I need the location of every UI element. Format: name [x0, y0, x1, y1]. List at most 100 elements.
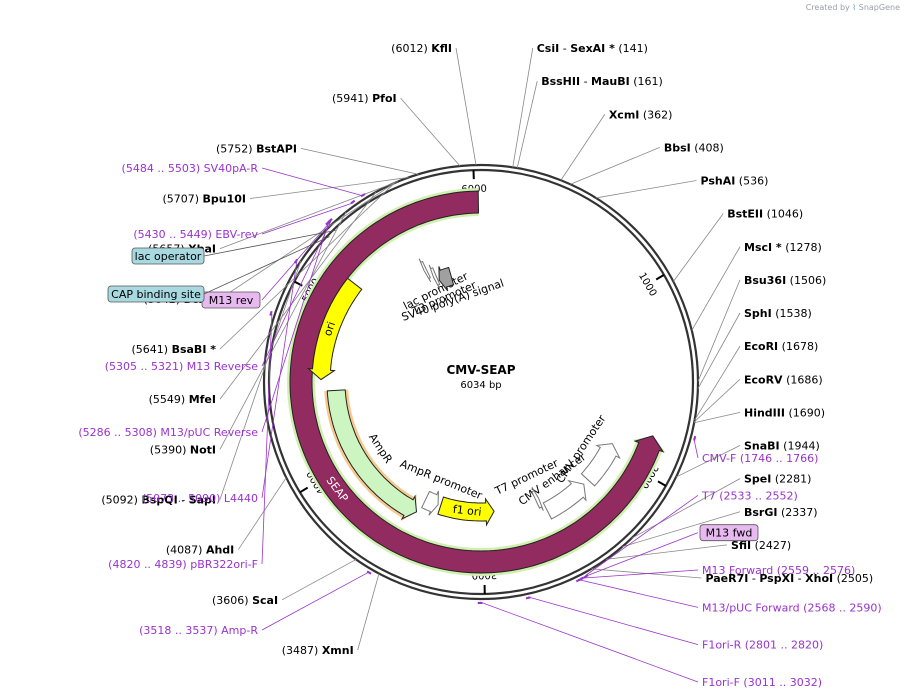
enzyme-label[interactable]: BssHII - MauBI (161) — [541, 75, 663, 88]
sv40-poly-a-signal-feature[interactable] — [438, 266, 455, 292]
binding-site-label: CAP binding site — [111, 288, 201, 301]
t7-promoter-feature[interactable] — [531, 487, 544, 511]
primer-label[interactable]: (5305 .. 5321) M13 Reverse — [105, 360, 258, 373]
primer-label[interactable]: (5484 .. 5503) SV40pA-R — [122, 162, 259, 175]
enzyme-label[interactable]: (3487) XmnI — [282, 644, 354, 657]
enzyme-label[interactable]: (6012) KflI — [391, 42, 452, 55]
enzyme-label[interactable]: SphI (1538) — [744, 307, 812, 320]
binding-site-line — [203, 230, 336, 257]
primer-range: (4820 .. 4839) — [108, 558, 190, 571]
enzyme-name: PaeR7I — [705, 572, 748, 585]
primer-label[interactable]: (3518 .. 3537) Amp-R — [139, 624, 258, 637]
enzyme-pos: (2427) — [751, 539, 791, 552]
plasmid-size: 6034 bp — [460, 380, 501, 391]
enzyme-extra: PspXI — [759, 572, 794, 585]
enzyme-label[interactable]: EcoRI (1678) — [744, 340, 818, 353]
enzyme-label[interactable]: (5752) BstAPI — [216, 142, 297, 155]
snapgene-credit: Created by ⌇ SnapGene — [806, 3, 900, 12]
enzyme-label[interactable]: (5641) BsaBI * — [132, 343, 217, 356]
primer-label[interactable]: M13 Forward (2559 .. 2576) — [702, 564, 855, 577]
enzyme-label[interactable]: PshAI (536) — [700, 175, 768, 188]
enzyme-name: BstEII — [727, 208, 763, 221]
enzyme-label[interactable]: BsrGI (2337) — [744, 506, 818, 519]
f1-ori-label: f1 ori — [452, 503, 482, 519]
enzyme-label[interactable]: EcoRV (1686) — [744, 373, 823, 386]
primer-label[interactable]: M13/pUC Forward (2568 .. 2590) — [702, 601, 882, 614]
enzyme-label[interactable]: (5707) Bpu10I — [162, 193, 246, 206]
enzyme-label[interactable]: (5941) PfoI — [332, 92, 397, 105]
enzyme-line — [400, 97, 461, 167]
enzyme-label[interactable]: PaeR7I - PspXI - XhoI (2505) — [705, 572, 873, 585]
primer-line — [479, 601, 699, 683]
enzyme-label[interactable]: (5549) MfeI — [149, 393, 216, 406]
primer-range: (2568 .. 2590) — [800, 601, 882, 614]
primer-label[interactable]: T7 (2533 .. 2552) — [701, 489, 798, 502]
enzyme-line — [219, 182, 395, 350]
binding-site-box[interactable] — [131, 247, 205, 265]
primer-name: SV40pA-R — [204, 162, 259, 175]
primer-range: (5286 .. 5308) — [78, 426, 160, 439]
primer-name: F1ori-R — [702, 639, 742, 652]
enzyme-line — [697, 279, 741, 382]
enzyme-label[interactable]: MscI * (1278) — [744, 241, 822, 254]
ori-feature[interactable] — [307, 277, 363, 381]
primer-line — [261, 571, 370, 631]
primer-label[interactable]: (5073 .. 5090) L4440 — [142, 492, 258, 505]
credit-prefix: Created by — [805, 3, 850, 12]
primer-label[interactable]: F1ori-F (3011 .. 3032) — [702, 676, 822, 689]
binding-site-line — [203, 236, 330, 295]
enzyme-label[interactable]: CsiI - SexAI * (141) — [537, 42, 648, 55]
ampr-feature[interactable] — [326, 389, 418, 520]
enzyme-label[interactable]: SpeI (2281) — [744, 473, 811, 486]
primer-name: EBV-rev — [215, 228, 258, 241]
enzyme-label[interactable]: HindIII (1690) — [744, 406, 825, 419]
primer-label[interactable]: CMV-F (1746 .. 1766) — [702, 452, 818, 465]
cmv-enhancer-feature[interactable] — [542, 479, 587, 520]
primer-label[interactable]: F1ori-R (2801 .. 2820) — [702, 639, 823, 652]
cmv-promoter-feature[interactable] — [580, 443, 621, 487]
enzyme-pos: (1538) — [772, 307, 812, 320]
lac-promoter-feature[interactable] — [418, 258, 432, 283]
enzyme-line — [512, 47, 534, 168]
primer-name: L4440 — [224, 492, 258, 505]
enzyme-line — [570, 147, 660, 185]
enzyme-label[interactable]: (5390) NotI — [150, 443, 216, 456]
enzyme-label[interactable]: (4087) AhdI — [166, 544, 234, 557]
primer-range: (5073 .. 5090) — [142, 492, 224, 505]
enzyme-label[interactable]: BbsI (408) — [664, 141, 724, 154]
enzyme-line — [249, 177, 409, 199]
primer-line — [580, 569, 699, 579]
primer-name: T7 — [701, 489, 716, 502]
enzyme-name: ScaI — [252, 594, 278, 607]
enzyme-pos: (4087) — [166, 544, 206, 557]
enzyme-pos: (5390) — [150, 443, 190, 456]
f1-ori-feature[interactable] — [437, 496, 495, 527]
t3-promoter-feature[interactable] — [428, 264, 441, 289]
enzyme-label[interactable]: SfiI (2427) — [731, 539, 791, 552]
primer-label[interactable]: (5430 .. 5449) EBV-rev — [133, 228, 258, 241]
primer-name: CMV-F — [702, 452, 736, 465]
primer-label[interactable]: (5286 .. 5308) M13/pUC Reverse — [78, 426, 258, 439]
backbone-outer — [262, 163, 700, 601]
primer-line — [585, 495, 699, 576]
primer-line — [527, 596, 699, 646]
primer-line — [261, 202, 354, 235]
primer-box[interactable] — [699, 524, 759, 542]
enzyme-line — [455, 47, 477, 166]
enzyme-label[interactable]: SnaBI (1944) — [744, 440, 820, 453]
enzyme-name: NotI — [190, 443, 216, 456]
enzyme-label[interactable]: Bsu36I (1506) — [744, 274, 826, 287]
primer-range: (2533 .. 2552) — [716, 489, 798, 502]
enzyme-label[interactable]: XcmI (362) — [609, 108, 673, 121]
enzyme-label[interactable]: (5092) BspQI - SapI — [101, 494, 216, 507]
primer-range: (5305 .. 5321) — [105, 360, 187, 373]
enzyme-line — [631, 478, 741, 539]
enzyme-line — [672, 213, 724, 282]
enzyme-pos: (1690) — [785, 406, 825, 419]
binding-site-box[interactable] — [107, 285, 205, 303]
ampr-promoter-feature[interactable] — [421, 490, 439, 516]
enzyme-label[interactable]: (3606) ScaI — [212, 594, 278, 607]
primer-label[interactable]: (4820 .. 4839) pBR322ori-F — [108, 558, 258, 571]
enzyme-name: MfeI — [189, 393, 216, 406]
enzyme-label[interactable]: BstEII (1046) — [727, 208, 803, 221]
